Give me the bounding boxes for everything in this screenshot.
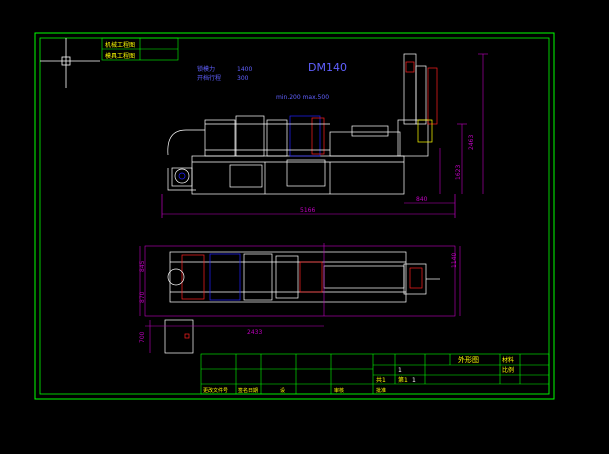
spec-line-1-label: 锁模力 — [197, 65, 215, 73]
title-block-count-2: 1 — [412, 377, 416, 384]
title-block-scale: 比例 — [502, 366, 514, 374]
title-block-sheet: 共1 — [376, 376, 386, 384]
dim-side-height-2: 1623 — [455, 165, 462, 180]
title-block-material: 材料 — [502, 356, 514, 364]
side-dimensions — [162, 53, 488, 215]
dim-top-depth: 870 — [139, 291, 146, 303]
spec-line-2-value: 300 — [237, 75, 249, 82]
signature-2: 签名日期 — [238, 387, 258, 394]
side-view — [161, 53, 456, 218]
title-block-count-1: 1 — [398, 367, 402, 374]
spec-line-2-label: 开档行程 — [197, 74, 221, 82]
dim-top-width-right: 1140 — [451, 253, 458, 268]
signature-5: 批准 — [376, 387, 386, 394]
crosshair-cursor-icon — [40, 38, 100, 88]
dim-box-height: 700 — [139, 331, 146, 343]
dim-side-length: 5166 — [300, 207, 315, 214]
inner-frame — [39, 37, 550, 395]
corner-table: 机械工程图 模具工程图 — [101, 37, 179, 61]
dim-top-width-left: 845 — [139, 260, 146, 272]
signature-1: 更改文件号 — [203, 387, 228, 394]
title-block — [200, 353, 550, 395]
dim-side-height: 2463 — [468, 135, 475, 150]
spec-line-1-value: 1400 — [237, 66, 252, 73]
mold-thickness-label: min.200 max.500 — [276, 94, 329, 101]
title-block-drawing-name: 外形图 — [458, 355, 479, 364]
top-dimensions — [139, 243, 461, 353]
signature-4: 审核 — [334, 387, 344, 394]
dim-side-offset: 840 — [416, 196, 428, 203]
signature-3: 设 — [280, 387, 285, 394]
drawing-title: DM140 — [308, 61, 347, 74]
corner-table-row2: 模具工程图 — [105, 52, 135, 60]
top-view — [164, 251, 440, 354]
outer-frame — [34, 32, 555, 400]
corner-table-row1: 机械工程图 — [105, 41, 135, 49]
dim-top-length: 2433 — [247, 329, 262, 336]
title-block-page: 第1 — [398, 376, 408, 384]
